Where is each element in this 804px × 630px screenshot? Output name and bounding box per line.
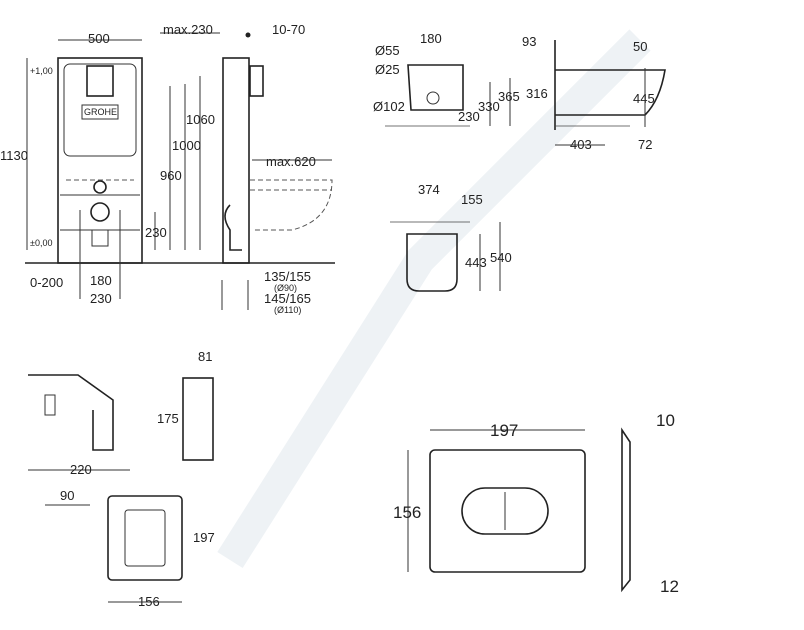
bowl-side-view: 93 50 316 445 403 72: [522, 34, 666, 152]
dim-197-frame: 197: [193, 530, 215, 545]
bowl-top-view: 374 155 443 540: [390, 182, 512, 292]
dim-max-230: max.230: [163, 22, 213, 37]
dim-72: 72: [638, 137, 652, 152]
dim-10: 10: [656, 411, 675, 430]
dim-max-620: max.620: [266, 154, 316, 169]
dim-12: 12: [660, 577, 679, 596]
level-zero: ±0,00: [30, 238, 52, 248]
dim-330: 330: [478, 99, 500, 114]
dim-156: 156: [393, 503, 421, 522]
dim-d55: Ø55: [375, 43, 400, 58]
watermark: [217, 29, 651, 569]
dim-540: 540: [490, 250, 512, 265]
dim-230-width: 230: [90, 291, 112, 306]
bowl-front-view: 180 Ø55 Ø25 Ø102 230 330 365: [373, 31, 520, 127]
dim-230-height: 230: [145, 225, 167, 240]
dim-180: 180: [90, 273, 112, 288]
dim-500: 500: [88, 31, 110, 46]
dim-155: 155: [461, 192, 483, 207]
dim-d25: Ø25: [375, 62, 400, 77]
grohe-logo: GROHE: [84, 107, 117, 117]
dim-81: 81: [198, 349, 212, 364]
dim-443: 443: [465, 255, 487, 270]
dim-1060: 1060: [186, 112, 215, 127]
dim-90: 90: [60, 488, 74, 503]
dim-175: 175: [157, 411, 179, 426]
dim-1130: 1130: [0, 148, 28, 163]
dim-1000: 1000: [172, 138, 201, 153]
dim-374: 374: [418, 182, 440, 197]
dim-93: 93: [522, 34, 536, 49]
frame-side-view: max.230 10-70 max.620 135/155 (Ø90) 145/…: [160, 22, 333, 315]
dim-0-200: 0-200: [30, 275, 63, 290]
dim-180-bowl: 180: [420, 31, 442, 46]
frame-front-view: GROHE 500 +1,00 ±0,00 1130 1060 1000 960…: [0, 31, 335, 306]
dim-960: 960: [160, 168, 182, 183]
dim-445: 445: [633, 91, 655, 106]
dim-d110: (Ø110): [274, 305, 301, 315]
dim-50: 50: [633, 39, 647, 54]
dim-230-bowl: 230: [458, 109, 480, 124]
dim-197: 197: [490, 421, 518, 440]
dim-d90: (Ø90): [274, 283, 297, 293]
accessories-view: 220 81 175 90 197 156: [28, 349, 215, 609]
dim-220: 220: [70, 462, 92, 477]
dim-d102: Ø102: [373, 99, 405, 114]
dim-145-165: 145/165: [264, 291, 311, 306]
level-top: +1,00: [30, 66, 53, 76]
dim-10-70: 10-70: [272, 22, 305, 37]
dim-316: 316: [526, 86, 548, 101]
dim-135-155: 135/155: [264, 269, 311, 284]
flush-plate-view: 197 156 10 12: [393, 411, 679, 596]
dim-365: 365: [498, 89, 520, 104]
